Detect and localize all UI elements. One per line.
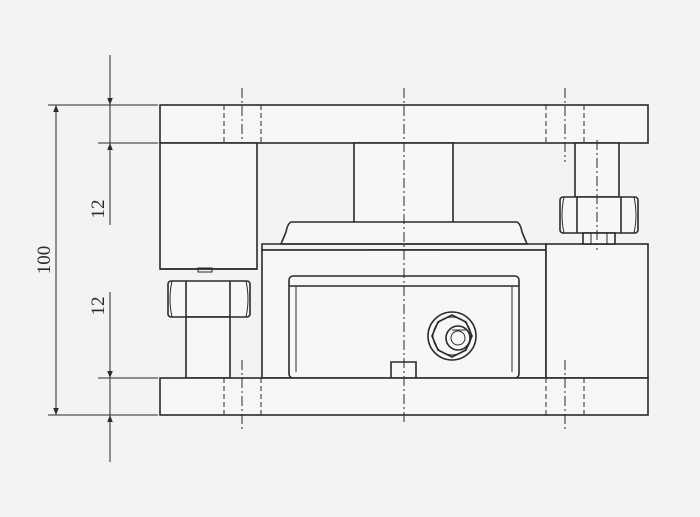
top-plate-thickness-label: 12 — [88, 200, 109, 219]
extension-lines — [48, 104, 158, 416]
top-plate-dimension: 12 — [88, 55, 113, 225]
bottom-plate-thickness-label: 12 — [88, 297, 109, 316]
overall-height-dimension: 100 — [34, 105, 59, 415]
cable-gland — [427, 311, 477, 361]
overall-height-label: 100 — [34, 246, 55, 275]
bottom-plate-dimension: 12 — [88, 292, 113, 462]
left-support-block — [159, 142, 258, 273]
left-stud — [185, 316, 231, 379]
right-stud — [574, 142, 620, 198]
right-hex-nut — [559, 196, 639, 245]
left-hex-nut — [167, 280, 251, 318]
right-support-block — [545, 243, 649, 379]
